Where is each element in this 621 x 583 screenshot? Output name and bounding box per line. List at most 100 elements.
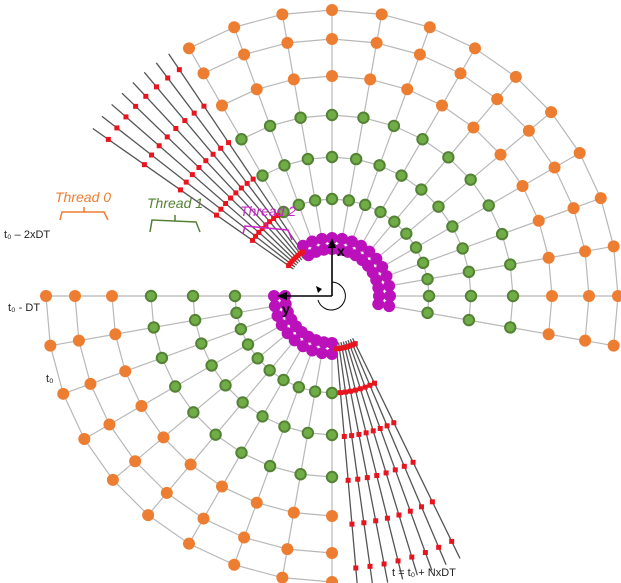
arc-grid-line xyxy=(460,72,498,100)
magenta-node xyxy=(345,235,358,248)
radial-grid-line xyxy=(378,245,614,289)
arc-grid-line xyxy=(370,78,408,90)
red-boundary-node xyxy=(392,467,398,473)
orange-node xyxy=(44,339,57,352)
red-boundary-node xyxy=(361,520,367,526)
arc-grid-line xyxy=(429,26,476,49)
orange-node xyxy=(142,509,155,522)
orange-node xyxy=(287,73,300,86)
thread-2-brace xyxy=(242,222,293,241)
green-node xyxy=(349,152,363,166)
red-boundary-node xyxy=(259,226,265,232)
orange-node xyxy=(157,431,170,444)
boundary-ray-line xyxy=(168,53,307,258)
green-node xyxy=(422,289,436,303)
arc-grid-line xyxy=(613,246,619,297)
arc-grid-line xyxy=(579,152,602,199)
green-node xyxy=(186,289,200,303)
orange-node xyxy=(467,121,480,134)
arc-grid-line xyxy=(554,167,575,209)
arc-grid-line xyxy=(78,340,92,385)
orange-node xyxy=(228,21,241,34)
green-node xyxy=(308,385,322,398)
orange-node xyxy=(197,512,210,525)
arc-grid-line xyxy=(243,536,288,550)
arc-grid-line xyxy=(282,9,333,15)
arc-grid-line xyxy=(331,38,377,44)
red-boundary-node xyxy=(350,342,356,348)
radial-grid-line xyxy=(188,48,310,256)
red-boundary-node xyxy=(123,114,129,120)
green-node xyxy=(464,289,478,303)
arc-grid-line xyxy=(496,98,530,132)
boundary-ray-line xyxy=(345,340,418,576)
red-boundary-node xyxy=(407,508,413,514)
red-boundary-node xyxy=(342,344,348,350)
orange-node xyxy=(250,83,263,96)
green-node xyxy=(301,426,315,440)
orange-node xyxy=(509,70,522,83)
red-boundary-node xyxy=(341,433,347,439)
green-node xyxy=(292,380,306,394)
arc-grid-line xyxy=(548,257,553,297)
green-node xyxy=(462,265,476,279)
green-node xyxy=(388,215,401,228)
red-boundary-node xyxy=(334,346,340,352)
thread-1-brace xyxy=(149,215,201,233)
red-boundary-node xyxy=(362,384,368,390)
red-boundary-node xyxy=(349,433,355,439)
arc-grid-line xyxy=(114,334,126,372)
end-time-label: t = t₀ + NxDT xyxy=(392,567,456,579)
radial-grid-line xyxy=(361,76,517,261)
radial-grid-line xyxy=(281,14,325,250)
red-boundary-node xyxy=(429,499,435,505)
x-arrow-head xyxy=(328,238,336,248)
orange-node xyxy=(238,531,251,544)
red-boundary-node xyxy=(267,219,273,225)
arc-grid-line xyxy=(140,405,164,438)
arc-grid-line xyxy=(234,13,283,28)
red-boundary-node xyxy=(250,237,256,243)
green-node xyxy=(188,313,202,327)
magenta-node xyxy=(384,290,396,302)
orange-node xyxy=(184,458,197,471)
boundary-ray-line xyxy=(335,342,358,583)
green-node xyxy=(230,306,243,320)
red-boundary-node xyxy=(149,152,155,158)
orange-node xyxy=(216,480,228,493)
red-boundary-node xyxy=(233,190,239,196)
green-node xyxy=(236,396,249,409)
green-node xyxy=(263,119,277,133)
red-boundary-node xyxy=(143,93,149,99)
green-node xyxy=(325,386,339,400)
red-boundary-node xyxy=(345,477,351,483)
arc-grid-line xyxy=(74,295,80,341)
green-node xyxy=(234,322,248,336)
green-node xyxy=(278,159,291,172)
arc-grid-line xyxy=(287,548,333,554)
green-node xyxy=(416,256,430,270)
green-node xyxy=(462,313,476,327)
green-node xyxy=(219,379,232,392)
arc-grid-line xyxy=(256,78,294,90)
red-boundary-node xyxy=(275,213,281,219)
green-node xyxy=(277,373,290,387)
boundary-ray-line xyxy=(111,103,297,266)
radial-grid-line xyxy=(378,303,614,347)
orange-node xyxy=(607,240,620,253)
orange-node xyxy=(228,558,241,571)
boundary-ray-line xyxy=(92,127,294,270)
red-boundary-node xyxy=(189,172,195,178)
arc-grid-line xyxy=(441,104,474,128)
green-node xyxy=(256,169,269,182)
red-boundary-node xyxy=(244,180,250,186)
radial-grid-line xyxy=(63,311,289,395)
radial-grid-line xyxy=(233,339,317,565)
green-node xyxy=(278,420,291,433)
red-boundary-node xyxy=(418,504,424,510)
red-boundary-node xyxy=(250,176,256,182)
green-node xyxy=(456,242,469,255)
boundary-ray-line xyxy=(347,339,433,571)
arc-grid-line xyxy=(190,464,223,488)
arc-grid-line xyxy=(108,424,136,462)
